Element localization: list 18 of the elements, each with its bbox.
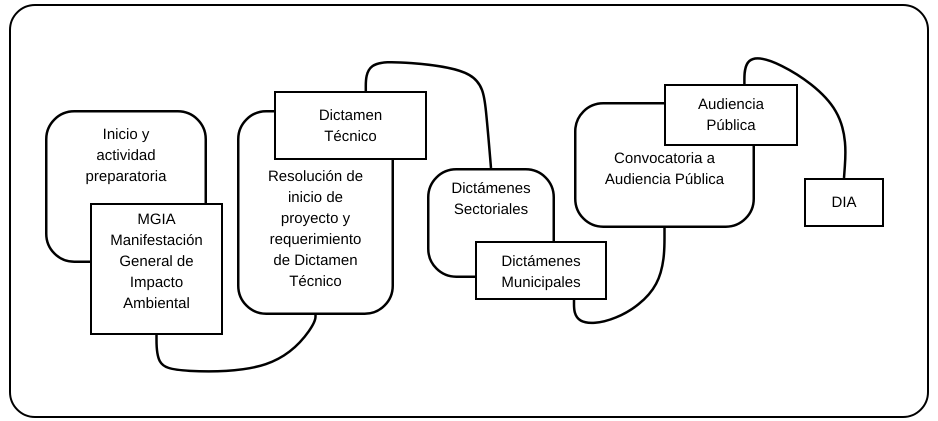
node-label: Convocatoria a Audiencia Pública: [604, 149, 726, 190]
process-box: [475, 241, 607, 300]
process-box: [804, 178, 884, 227]
node-label: Dictamen Técnico: [318, 106, 384, 147]
connector-line: [364, 60, 492, 168]
connector-line: [572, 228, 666, 324]
connector-line: [743, 57, 847, 178]
connector-line: [155, 315, 317, 373]
node-label: DIA: [830, 193, 858, 213]
node-label: Resolución de inicio de proyecto y requerimiento de Dictamen Técnico: [266, 167, 364, 292]
node-label: MGIA Manifestación General de Impacto Ambiental: [109, 210, 204, 314]
process-box: [274, 91, 427, 160]
process-box: [664, 84, 798, 146]
node-label: Inicio y actividad preparatoria: [84, 125, 168, 187]
process-box: [90, 203, 223, 335]
node-label: Audiencia Pública: [697, 95, 765, 136]
node-label: Dictámenes Municipales: [500, 252, 582, 293]
node-label: Dictámenes Sectoriales: [450, 179, 532, 220]
